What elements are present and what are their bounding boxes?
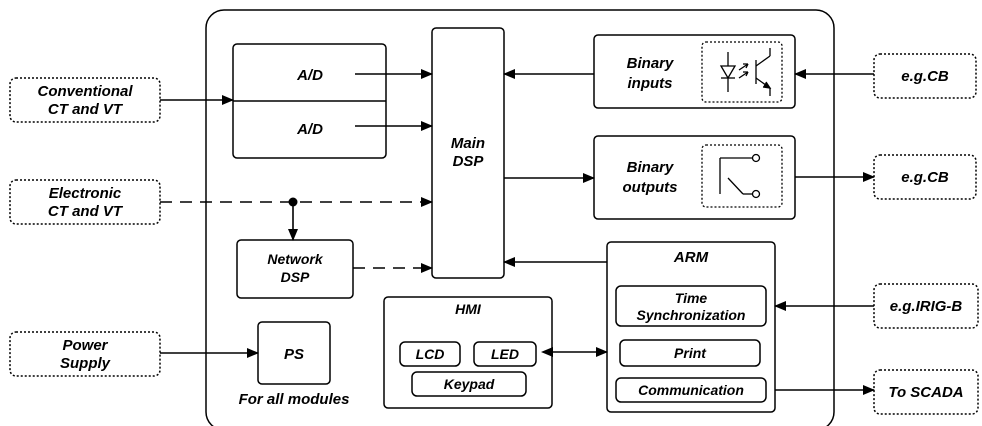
junction-dot xyxy=(288,197,298,207)
time-sync-label-2: Synchronization xyxy=(637,307,746,323)
relay-contact-icon xyxy=(719,153,761,199)
network-dsp-label-1: Network xyxy=(267,251,323,267)
time-sync-label-1: Time xyxy=(675,290,708,306)
communication-label: Communication xyxy=(638,382,744,398)
ps-block: PS xyxy=(257,321,331,385)
time-sync-box xyxy=(615,285,767,327)
conventional-label-1: Conventional xyxy=(37,83,133,100)
cb-output-label: e.g.CB xyxy=(901,169,949,186)
keypad-label: Keypad xyxy=(444,376,495,392)
hmi-block: HMI LCD LED Keypad xyxy=(383,296,553,409)
keypad-box xyxy=(411,371,527,397)
binary-inputs-label-2: inputs xyxy=(628,75,673,92)
electronic-label-1: Electronic xyxy=(49,185,122,202)
power-supply-box: Power Supply xyxy=(9,331,161,377)
conventional-label-2: CT and VT xyxy=(48,101,124,118)
electronic-label-2: CT and VT xyxy=(48,203,124,220)
cb-input-box: e.g.CB xyxy=(873,53,977,99)
scada-label: To SCADA xyxy=(888,384,963,401)
ad-label-1: A/D xyxy=(296,67,323,84)
optocoupler-icon xyxy=(719,48,772,96)
connectors xyxy=(160,69,875,395)
electronic-ct-vt-box: Electronic CT and VT xyxy=(9,179,161,225)
binary-inputs-label-1: Binary xyxy=(627,55,674,72)
print-label: Print xyxy=(674,345,707,361)
hmi-title: HMI xyxy=(455,301,482,317)
arm-title: ARM xyxy=(673,249,709,266)
lcd-box xyxy=(399,341,461,367)
binary-outputs-label-2: outputs xyxy=(623,179,678,196)
power-label-1: Power xyxy=(62,337,108,354)
binary-inputs-block: Binary inputs xyxy=(593,34,796,109)
ad-converter-block: A/D A/D xyxy=(232,43,387,159)
cb-output-box: e.g.CB xyxy=(873,154,977,200)
power-label-2: Supply xyxy=(60,355,111,372)
binary-outputs-block: Binary outputs xyxy=(593,135,796,220)
network-dsp-label-2: DSP xyxy=(281,269,310,285)
lcd-label: LCD xyxy=(416,346,445,362)
print-box xyxy=(619,339,761,367)
main-dsp-block: Main DSP xyxy=(431,27,505,279)
ad-label-2: A/D xyxy=(296,121,323,138)
conventional-ct-vt-box: Conventional CT and VT xyxy=(9,77,161,123)
binary-outputs-label-1: Binary xyxy=(627,159,674,176)
main-dsp-label-2: DSP xyxy=(453,153,485,170)
network-dsp-block: Network DSP xyxy=(236,239,354,299)
led-label: LED xyxy=(491,346,519,362)
arm-block: ARM Time Synchronization Print Communica… xyxy=(606,241,776,413)
ps-caption: For all modules xyxy=(239,391,350,408)
main-dsp-label-1: Main xyxy=(451,135,485,152)
ps-label: PS xyxy=(284,346,304,363)
scada-box: To SCADA xyxy=(873,369,979,415)
cb-input-label: e.g.CB xyxy=(901,68,949,85)
irig-b-label: e.g.IRIG-B xyxy=(890,298,963,315)
communication-box xyxy=(615,377,767,403)
led-box xyxy=(473,341,537,367)
irig-b-box: e.g.IRIG-B xyxy=(873,283,979,329)
